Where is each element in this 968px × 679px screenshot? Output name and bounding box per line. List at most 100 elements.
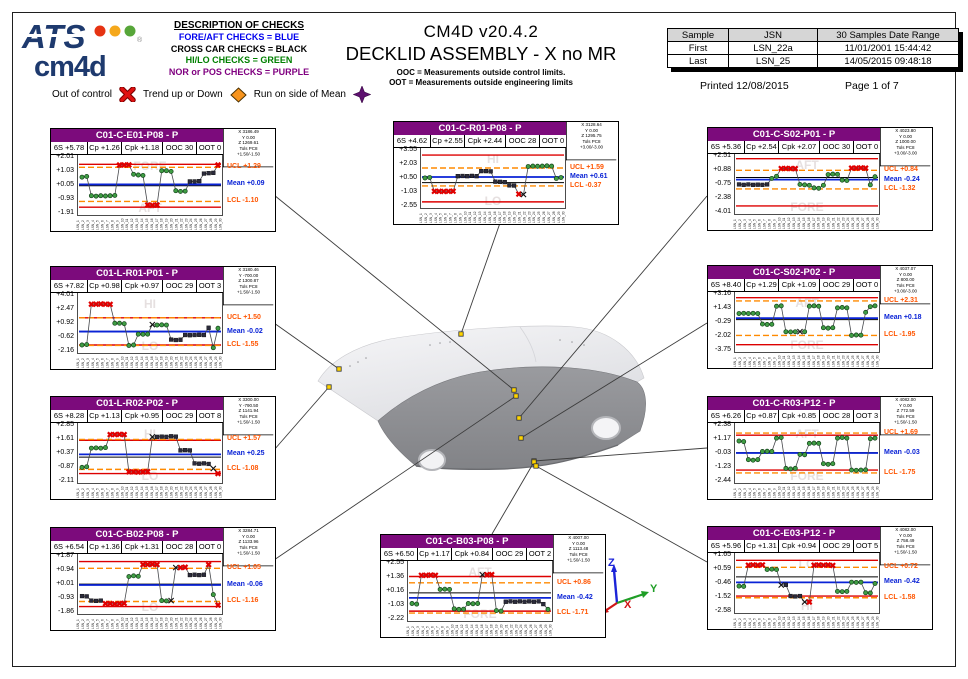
logo-cm4d-text: cm4d [34, 51, 106, 82]
data-point-ok [858, 467, 864, 473]
data-point-out-of-control [135, 469, 142, 476]
y-axis-tick-labels: +3.16+1.43-0.29-2.02-3.75 [713, 290, 731, 353]
data-point-out-of-control [749, 561, 757, 569]
stat-cell: Cpk +0.95 [122, 410, 163, 422]
data-point-out-of-control [153, 561, 161, 568]
y-axis-tick-labels: +1.87+0.94+0.01-0.93-1.86 [56, 552, 74, 615]
data-point-ok [858, 579, 864, 585]
data-point-ok [154, 322, 160, 328]
data-point-out-of-control [205, 561, 212, 568]
data-point-out-of-control [121, 431, 128, 438]
leader-line [491, 461, 535, 535]
data-point-run [479, 169, 484, 174]
data-point-run [211, 170, 216, 175]
data-point-run [541, 601, 546, 607]
data-point-ok [131, 342, 137, 348]
data-point-run [178, 337, 183, 342]
data-point-ok [802, 452, 808, 458]
data-point-run [522, 599, 527, 604]
data-point-ok [816, 303, 822, 309]
data-point-ok [163, 168, 169, 174]
data-point-run [793, 594, 798, 599]
data-point-out-of-control [97, 300, 104, 308]
measurement-series-line [738, 437, 876, 471]
watermark-top: FORE [133, 159, 166, 173]
data-point-ok [437, 586, 443, 592]
logo-reg-mark: ® [137, 36, 143, 44]
data-point-ok [774, 567, 779, 573]
data-point-ok [135, 331, 141, 337]
data-point-out-of-control [107, 431, 114, 438]
watermark-top: HI [144, 297, 156, 311]
data-point-ok [107, 193, 113, 199]
report-title: DECKLID ASSEMBLY - X no MR [345, 43, 617, 64]
data-point-ok [447, 586, 452, 592]
data-point-ok [802, 182, 808, 188]
data-point-out-of-control [515, 190, 522, 198]
check-description-item: HI/LO CHECKS = GREEN [185, 55, 293, 66]
data-point-ok [498, 608, 504, 614]
data-point-ok [102, 193, 108, 199]
data-point-ok [825, 325, 831, 331]
data-point-run [788, 593, 793, 599]
data-point-out-of-control [745, 562, 752, 569]
data-point-out-of-control [149, 202, 156, 209]
data-point-ok [839, 589, 845, 595]
watermark-bottom: LO [485, 194, 502, 208]
data-point-ok [863, 467, 869, 473]
data-point-out-of-control [144, 468, 151, 475]
stat-cell: Cpk +0.84 [452, 548, 493, 560]
data-point-ok [764, 322, 770, 327]
axis-x-label: X [624, 599, 632, 611]
mean-label: Mean -0.42 [884, 578, 920, 586]
mean-label: Mean -0.03 [884, 449, 920, 456]
data-point-ok [835, 435, 840, 441]
ucl-label: UCL +1.29 [227, 163, 261, 171]
data-point-out-of-control [116, 600, 123, 607]
stat-cell: 6S +6.26 [708, 410, 745, 422]
legend-out-of-control-label: Out of control [52, 89, 113, 100]
stat-cell: OOC 29 [163, 410, 197, 422]
data-point-ok [849, 467, 855, 473]
data-point-run [201, 332, 207, 338]
data-point-out-of-control [125, 468, 132, 475]
mean-label: Mean +0.25 [227, 450, 265, 458]
stat-cell: 6S +8.28 [51, 410, 88, 422]
measurement-point-marker [516, 415, 522, 421]
data-point-run [201, 171, 207, 176]
y-axis-tick-labels: +2.55+1.36+0.16-1.03-2.22 [386, 559, 404, 622]
oot-note: OOT = Measurements outside engineering l… [389, 78, 573, 87]
data-point-ok [830, 171, 836, 177]
data-point-run [750, 182, 756, 187]
data-point-run [507, 183, 512, 188]
data-point-ok [755, 311, 761, 316]
stat-cell: OOT 0 [198, 542, 222, 551]
mean-label: Mean +0.61 [570, 172, 608, 180]
data-point-ok [102, 445, 108, 451]
stat-cell: Cpk +0.85 [779, 410, 820, 422]
lcl-label: LCL -1.71 [557, 609, 589, 616]
data-point-ok [736, 583, 742, 589]
data-point-ok [759, 321, 765, 327]
data-point-ok [493, 608, 499, 613]
data-point-out-of-control [483, 571, 491, 578]
data-point-ok [872, 581, 878, 586]
data-point-ok [830, 461, 836, 467]
data-point-run [746, 182, 751, 187]
data-point-run [169, 337, 174, 342]
data-point-run [169, 434, 174, 439]
data-point-out-of-control [431, 188, 438, 195]
data-point-out-of-control [107, 301, 114, 308]
stat-cell: OOT 2 [528, 549, 552, 558]
data-point-ok [849, 332, 855, 338]
